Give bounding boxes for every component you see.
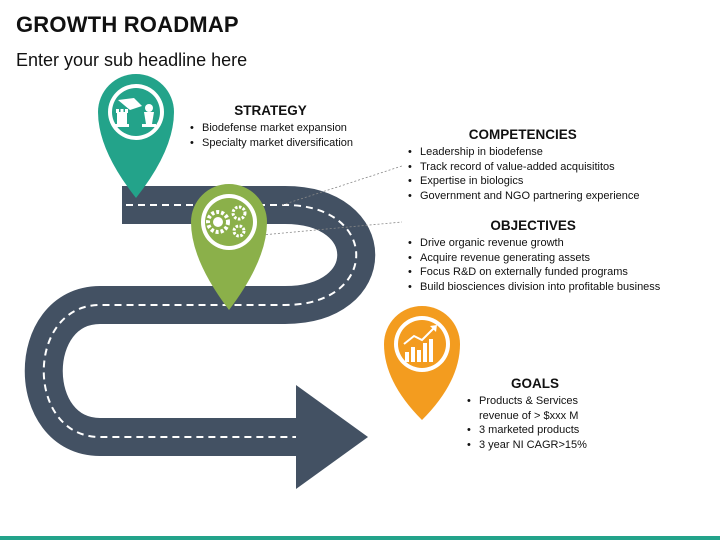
goals-list: Products & Services revenue of > $xxx M … bbox=[465, 394, 605, 452]
list-item: Track record of value-added acquisititos bbox=[406, 160, 640, 175]
competencies-list: Leadership in biodefense Track record of… bbox=[406, 145, 640, 203]
competencies-block: COMPETENCIES Leadership in biodefense Tr… bbox=[406, 127, 640, 203]
list-item: Government and NGO partnering experience bbox=[406, 189, 640, 204]
strategy-title: STRATEGY bbox=[234, 103, 307, 118]
list-item: 3 year NI CAGR>15% bbox=[465, 438, 605, 453]
list-item: Acquire revenue generating assets bbox=[406, 251, 660, 266]
growth-chart-icon bbox=[403, 325, 437, 362]
list-item: Drive organic revenue growth bbox=[406, 236, 660, 251]
list-item: 3 marketed products bbox=[465, 423, 605, 438]
page-title: GROWTH ROADMAP bbox=[16, 12, 239, 37]
bottom-accent-bar bbox=[0, 536, 720, 540]
list-item: Focus R&D on externally funded programs bbox=[406, 265, 660, 280]
list-item: Biodefense market expansion bbox=[188, 121, 353, 136]
strategy-pin bbox=[98, 74, 174, 198]
list-item: Expertise in biologics bbox=[406, 174, 640, 189]
connector-line bbox=[281, 165, 403, 206]
list-item: Specialty market diversification bbox=[188, 136, 353, 151]
objectives-block: OBJECTIVES Drive organic revenue growth … bbox=[406, 218, 660, 294]
strategy-list: Biodefense market expansion Specialty ma… bbox=[188, 121, 353, 150]
goals-pin bbox=[384, 306, 460, 420]
road-center-line bbox=[42, 204, 358, 438]
gears-icon bbox=[206, 205, 247, 238]
list-item: Products & Services revenue of > $xxx M bbox=[465, 394, 605, 423]
goals-title: GOALS bbox=[510, 376, 559, 391]
competencies-title: COMPETENCIES bbox=[468, 127, 577, 142]
page-subtitle: Enter your sub headline here bbox=[16, 50, 248, 70]
goals-block: GOALS Products & Services revenue of > $… bbox=[465, 376, 605, 452]
list-item: Leadership in biodefense bbox=[406, 145, 640, 160]
strategy-block: STRATEGY Biodefense market expansion Spe… bbox=[188, 103, 353, 150]
road-arrow-head bbox=[296, 385, 368, 489]
competencies-pin bbox=[191, 184, 267, 310]
chess-icon bbox=[115, 98, 156, 127]
objectives-title: OBJECTIVES bbox=[490, 218, 576, 233]
objectives-list: Drive organic revenue growth Acquire rev… bbox=[406, 236, 660, 294]
list-item: Build biosciences division into profitab… bbox=[406, 280, 660, 295]
connector-line bbox=[261, 221, 403, 236]
